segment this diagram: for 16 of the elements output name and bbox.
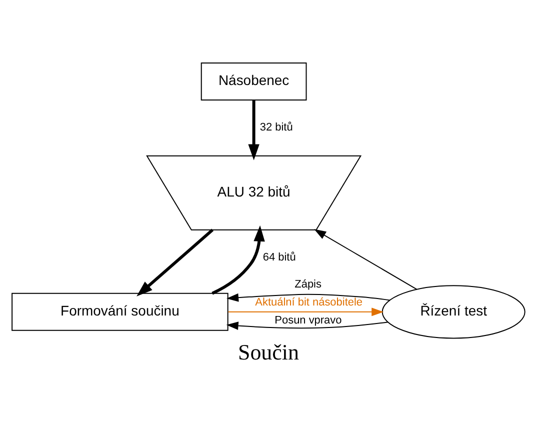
node-box: Formování součinu <box>12 292 228 330</box>
edge-label: 64 bitů <box>262 251 296 264</box>
arrow <box>228 307 384 316</box>
arrow <box>248 100 260 160</box>
arrow <box>212 224 265 294</box>
arrow <box>226 292 390 302</box>
arrow <box>136 228 214 296</box>
caption: Součin <box>238 339 300 364</box>
arrow <box>314 228 418 290</box>
arrow <box>226 321 388 330</box>
edge-label: Posun vpravo <box>274 314 342 326</box>
edge-label: 32 bitů <box>260 121 293 134</box>
node-box: Násobenec <box>200 62 307 100</box>
edge-label: Aktuální bit násobitele <box>255 296 363 308</box>
node-ellipse: Řízení test <box>382 284 526 338</box>
edge-label: Zápis <box>294 278 322 290</box>
